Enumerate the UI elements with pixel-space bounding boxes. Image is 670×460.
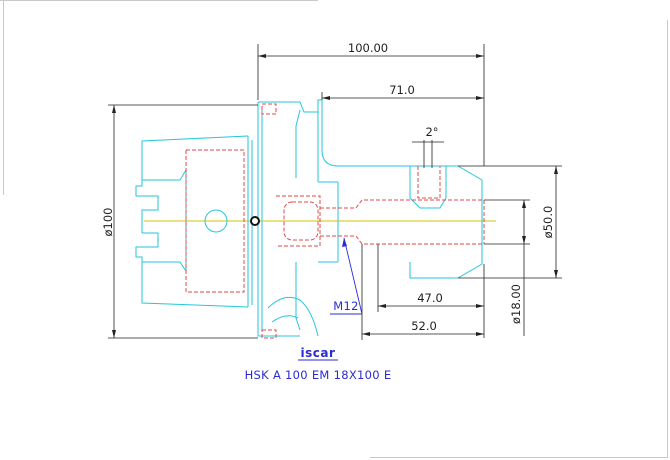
dim-length-52 — [361, 244, 485, 340]
dim-dia-50-label: ø50.0 — [541, 206, 555, 239]
hsk-taper-outline — [135, 135, 253, 308]
dim-overall-length-label: 100.00 — [348, 41, 388, 55]
hidden-features — [185, 103, 485, 339]
dim-dia-50 — [458, 165, 562, 279]
logo-text: iscar — [301, 346, 336, 360]
thread-leader — [330, 237, 363, 315]
dim-dia-100-label: ø100 — [101, 208, 115, 237]
tool-designation: HSK A 100 EM 18X100 E — [245, 368, 392, 382]
iscar-logo: iscar — [298, 346, 338, 361]
dim-overall-length — [257, 44, 485, 166]
body-outline — [318, 100, 483, 279]
flange-outline — [257, 99, 322, 337]
thread-label: M12 — [333, 299, 358, 313]
dim-length-71 — [321, 92, 484, 100]
dim-angle — [412, 140, 444, 168]
dim-length-47-label: 47.0 — [417, 291, 443, 305]
dim-angle-label: 2° — [425, 125, 438, 139]
center-mark — [250, 216, 260, 226]
dim-dia-18 — [484, 199, 530, 336]
dim-length-71-label: 71.0 — [389, 83, 415, 97]
dim-length-47 — [377, 244, 485, 312]
dim-dia-100 — [108, 104, 258, 339]
dim-length-52-label: 52.0 — [411, 319, 437, 333]
dim-dia-18-label: ø18.00 — [509, 284, 523, 324]
